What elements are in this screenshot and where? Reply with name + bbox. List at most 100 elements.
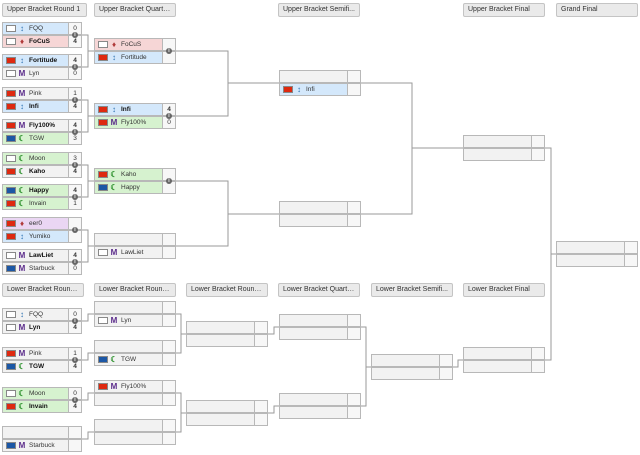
player-slot[interactable] — [94, 432, 176, 445]
player-slot[interactable]: ☾TGW — [94, 353, 176, 366]
match-info-icon[interactable]: i — [72, 97, 78, 103]
match-lbr2-4[interactable] — [94, 419, 176, 445]
player-slot[interactable] — [2, 426, 82, 439]
match-info-icon[interactable]: i — [72, 129, 78, 135]
match-info-icon[interactable]: i — [166, 113, 172, 119]
match-info-icon[interactable]: i — [166, 48, 172, 54]
player-slot[interactable] — [186, 400, 268, 413]
match-lbr3-1[interactable] — [186, 321, 268, 347]
player-slot[interactable] — [94, 393, 176, 406]
player-slot[interactable] — [279, 201, 361, 214]
player-slot[interactable] — [463, 135, 545, 148]
player-slot[interactable]: ↕Fortitude — [94, 51, 176, 64]
match-info-icon[interactable]: i — [72, 227, 78, 233]
match-lbr2-2[interactable]: ☾TGW — [94, 340, 176, 366]
match-info-icon[interactable]: i — [72, 162, 78, 168]
match-ubsf-2[interactable] — [279, 201, 361, 227]
player-slot[interactable] — [186, 334, 268, 347]
player-slot[interactable] — [279, 406, 361, 419]
player-slot[interactable] — [371, 367, 453, 380]
match-lbsf[interactable] — [371, 354, 453, 380]
player-slot[interactable]: ☾Kaho — [94, 168, 176, 181]
player-slot[interactable] — [94, 301, 176, 314]
match-lbf[interactable] — [463, 347, 545, 373]
player-slot[interactable]: ↕Yumiko — [2, 230, 82, 243]
match-info-icon[interactable]: i — [72, 64, 78, 70]
player-slot[interactable] — [94, 340, 176, 353]
match-info-icon[interactable]: i — [72, 32, 78, 38]
match-gf[interactable] — [556, 241, 638, 267]
player-slot[interactable] — [94, 419, 176, 432]
player-slot[interactable] — [279, 314, 361, 327]
match-ubf[interactable] — [463, 135, 545, 161]
player-slot[interactable] — [186, 413, 268, 426]
player-slot[interactable]: ☾Happy — [94, 181, 176, 194]
player-slot[interactable] — [371, 354, 453, 367]
match-lbqf-2[interactable] — [279, 393, 361, 419]
match-info-icon[interactable]: i — [72, 194, 78, 200]
match-info-icon[interactable]: i — [72, 259, 78, 265]
player-slot[interactable] — [279, 214, 361, 227]
match-info-icon[interactable]: i — [166, 178, 172, 184]
match-info-icon[interactable]: i — [72, 357, 78, 363]
match-lbqf-1[interactable] — [279, 314, 361, 340]
player-slot[interactable]: ♦eer0 — [2, 217, 82, 230]
player-slot[interactable] — [463, 360, 545, 373]
player-slot[interactable] — [463, 347, 545, 360]
player-slot[interactable] — [94, 233, 176, 246]
match-lbr3-2[interactable] — [186, 400, 268, 426]
player-slot[interactable] — [556, 254, 638, 267]
player-slot[interactable] — [186, 321, 268, 334]
player-slot[interactable] — [556, 241, 638, 254]
player-slot[interactable]: ♦FoCuS — [94, 38, 176, 51]
match-ubsf-1[interactable]: ↕Infi — [279, 70, 361, 96]
match-info-icon[interactable]: i — [72, 397, 78, 403]
player-slot[interactable]: ↕Infi — [279, 83, 361, 96]
match-info-icon[interactable]: i — [72, 318, 78, 324]
player-slot[interactable] — [279, 327, 361, 340]
